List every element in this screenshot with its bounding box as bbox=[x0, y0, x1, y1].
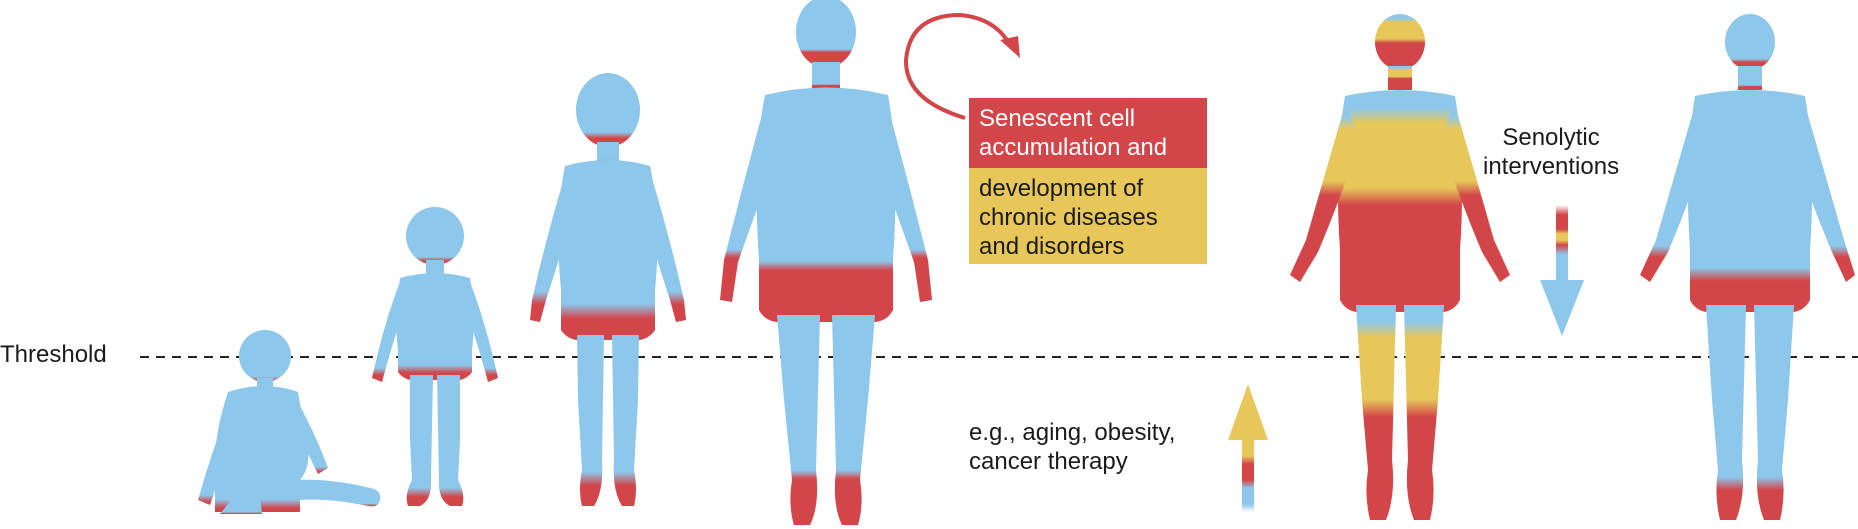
diseases-box: development of chronic diseases and diso… bbox=[969, 168, 1207, 264]
figure-adult bbox=[720, 0, 932, 525]
senescent-box: Senescent cell accumulation and bbox=[969, 98, 1207, 168]
causes-label: e.g., aging, obesity, cancer therapy bbox=[969, 418, 1175, 476]
intervention-label: Senolytic interventions bbox=[1483, 123, 1619, 181]
down-arrow-icon bbox=[1540, 205, 1584, 336]
figure-treated bbox=[1640, 14, 1855, 520]
figure-diseased bbox=[1290, 14, 1510, 520]
figure-child bbox=[530, 73, 686, 506]
up-arrow-icon bbox=[1228, 384, 1268, 512]
threshold-label: Threshold bbox=[0, 340, 107, 369]
